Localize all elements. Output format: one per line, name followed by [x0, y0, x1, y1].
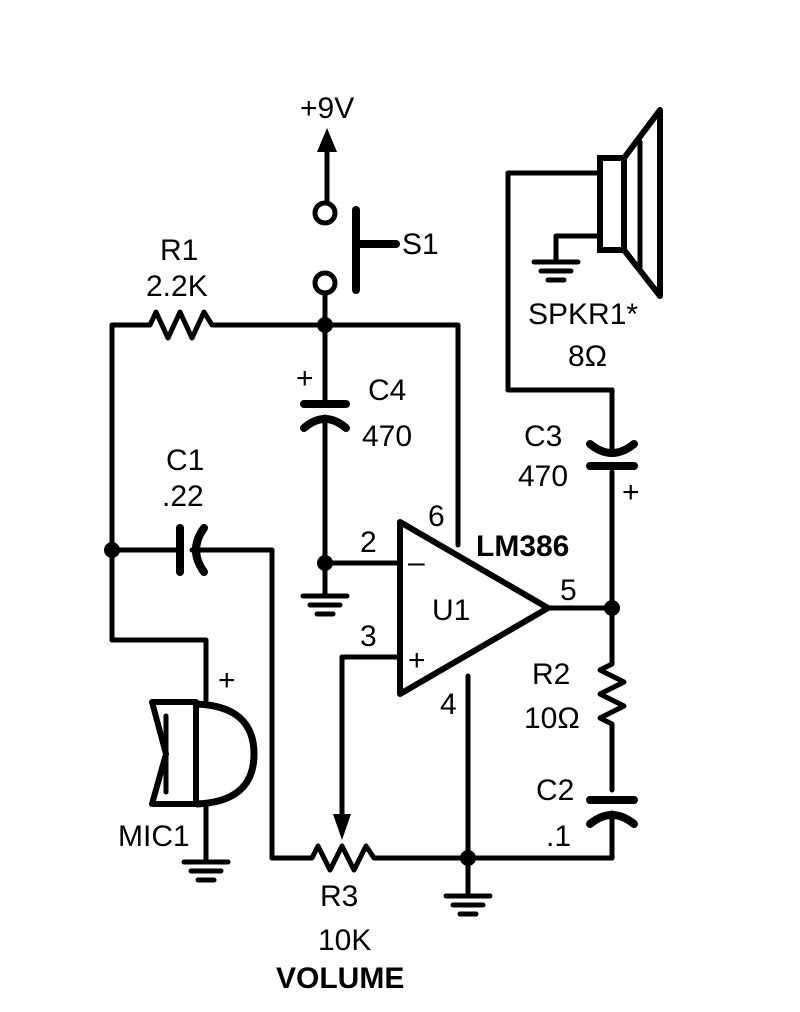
c3-value: 470: [518, 460, 568, 493]
c4-polarity: +: [296, 362, 314, 395]
ground-symbol: [531, 259, 581, 283]
supply-label: +9V: [300, 92, 354, 125]
speaker-value: 8Ω: [568, 340, 607, 373]
pin-2-label: 2: [360, 526, 377, 559]
c1-ref: C1: [166, 444, 204, 477]
c4-ref: C4: [368, 374, 406, 407]
c2-value: .1: [546, 820, 571, 853]
mic-polarity: +: [218, 664, 236, 697]
pin-3-label: 3: [360, 620, 377, 653]
u1-ref: U1: [432, 594, 470, 627]
potentiometer-r3: R3 10K VOLUME: [269, 843, 471, 995]
capacitor-c4: + C4 470: [296, 322, 412, 566]
r3-ref: R3: [320, 880, 358, 913]
r1-ref: R1: [160, 234, 198, 267]
microphone-mic1: + MIC1: [109, 637, 258, 863]
u1-noninverting-sign: +: [408, 644, 426, 677]
mic-ref: MIC1: [118, 820, 190, 853]
capacitor-c1: C1 .22: [109, 444, 275, 861]
u1-part: LM386: [476, 530, 569, 563]
resistor-r1: R1 2.2K: [109, 234, 328, 341]
r3-value: 10K: [318, 924, 371, 957]
speaker-spkr1: SPKR1* 8Ω: [528, 107, 663, 373]
c3-ref: C3: [524, 420, 562, 453]
r2-value: 10Ω: [524, 702, 580, 735]
pin-6-label: 6: [428, 500, 445, 533]
opamp-u1: – + U1 LM386 2 3 4 5 6: [360, 500, 577, 721]
r2-ref: R2: [532, 658, 570, 691]
switch-ref: S1: [402, 228, 439, 261]
switch-s1: S1: [312, 200, 439, 296]
c1-value: .22: [162, 480, 204, 513]
resistor-r2: R2 10Ω: [524, 605, 627, 793]
u1-inverting-sign: –: [408, 546, 425, 579]
r3-caption: VOLUME: [276, 962, 404, 995]
supply-9v: +9V: [300, 92, 354, 203]
c3-polarity: +: [622, 476, 640, 509]
pin-5-label: 5: [560, 574, 577, 607]
r1-value: 2.2K: [146, 270, 208, 303]
ground-symbol: [181, 859, 231, 883]
ground-symbol: [300, 560, 350, 617]
ground-symbol: [443, 855, 493, 917]
capacitor-c2: C2 .1: [536, 774, 638, 861]
c4-value: 470: [362, 420, 412, 453]
speaker-ref: SPKR1*: [528, 298, 638, 331]
c2-ref: C2: [536, 774, 574, 807]
capacitor-c3: C3 470 +: [518, 387, 640, 611]
pin-4-label: 4: [440, 688, 457, 721]
